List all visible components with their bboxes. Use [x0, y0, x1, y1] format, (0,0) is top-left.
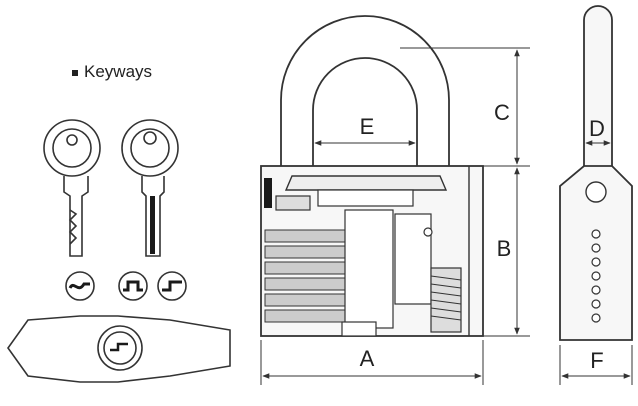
padlock-front-view [260, 15, 484, 337]
dimension-label-b: B [497, 236, 512, 261]
shackle-inner [312, 57, 418, 175]
keyways-title: Keyways [84, 62, 153, 81]
dimension-label-d: D [589, 116, 605, 141]
dimension-label-a: A [360, 346, 375, 371]
dimension-label-c: C [494, 100, 510, 125]
dimension-label-e: E [360, 114, 375, 139]
shackle-outer [280, 15, 450, 175]
side-shackle [583, 5, 613, 175]
keyway-profile-2-icon [118, 271, 148, 301]
lock-cylinder-face-icon [7, 315, 231, 383]
keyways-heading: Keyways [72, 62, 152, 82]
pin-tumblers [264, 229, 362, 323]
key-right-icon [121, 119, 179, 257]
keyway-profile-1-icon [65, 271, 95, 301]
key-left-icon [43, 119, 101, 257]
keyway-profile-3-icon [157, 271, 187, 301]
bullet-icon [72, 69, 78, 76]
padlock-side-view [559, 5, 633, 341]
dimension-label-f: F [590, 348, 603, 373]
side-body [559, 165, 633, 341]
